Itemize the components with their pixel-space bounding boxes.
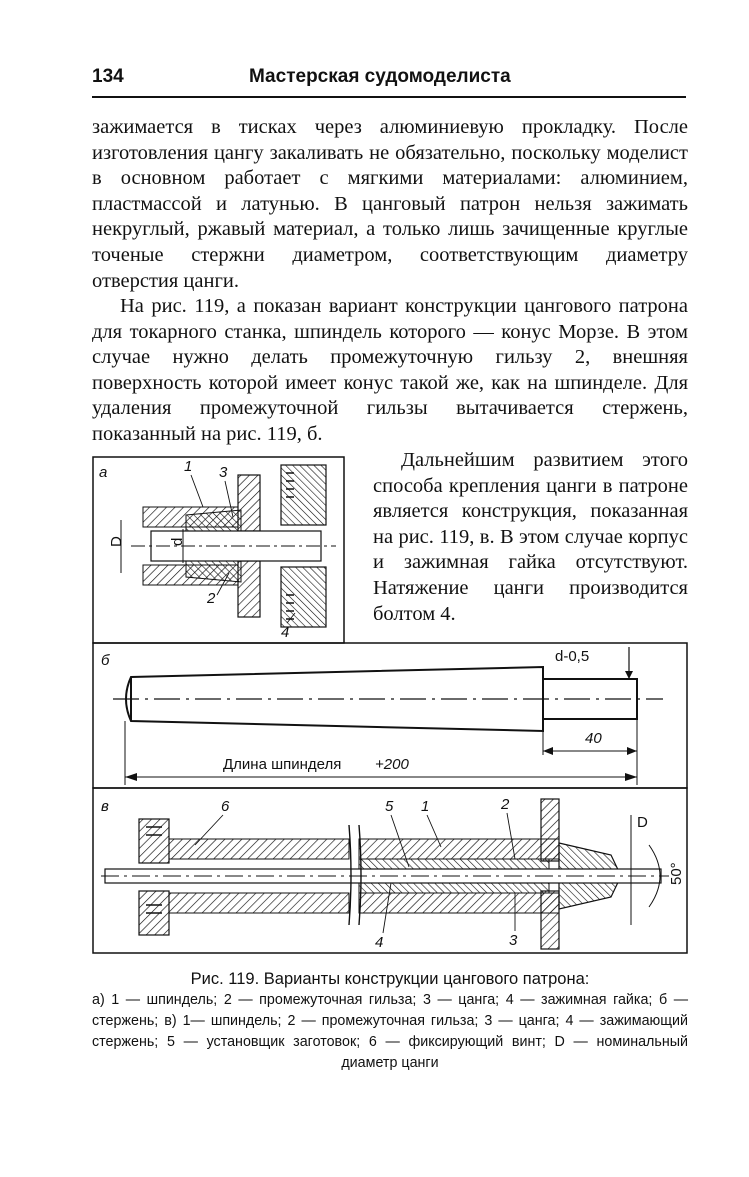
panel-a: а D d 1 3 2 4 [92, 456, 345, 644]
callout-v-1: 1 [421, 798, 429, 815]
callout-v-6: 6 [221, 798, 230, 815]
figure-caption: Рис. 119. Варианты конструкции цангового… [92, 968, 688, 1074]
panel-v-label: в [101, 798, 109, 815]
left-nut-upper [138, 818, 170, 864]
nut-upper [280, 464, 327, 526]
running-title: Мастерская судомоделиста [249, 66, 511, 87]
caption-text: а) 1 — шпиндель; 2 — промежуточная гильз… [92, 992, 688, 1071]
callout-a-1: 1 [184, 458, 192, 475]
callout-v-4: 4 [375, 934, 383, 951]
sleeve-upper-v [358, 858, 550, 870]
spindle-upper-v2 [358, 838, 560, 860]
sleeve-lower-v [358, 882, 550, 894]
panel-v-frame [92, 787, 688, 954]
dim-d-label: d [169, 538, 186, 546]
page-number: 134 [92, 66, 124, 87]
caption-title: Рис. 119. Варианты конструкции цангового… [190, 970, 590, 988]
spindle-upper-v [168, 838, 350, 860]
flange-lower-v [540, 890, 560, 950]
flange-upper-v [540, 798, 560, 862]
thread-marks [286, 472, 294, 620]
callout-v-2: 2 [500, 796, 510, 813]
callout-v-3: 3 [509, 932, 518, 949]
panel-b-label: б [101, 652, 110, 669]
callout-a-3: 3 [219, 464, 228, 481]
break-marks [348, 824, 362, 926]
angle-50: 50° [668, 862, 685, 885]
dim-40: 40 [585, 730, 602, 747]
body-paragraph-3: Дальнейшим развитием этого способа крепл… [373, 449, 688, 625]
body-paragraph-2: На рис. 119, а показан вариант конструкц… [92, 295, 688, 445]
dim-d-minus: d-0,5 [555, 648, 589, 665]
flange-upper [237, 474, 261, 532]
dim-D-v: D [637, 814, 648, 831]
callout-v-5: 5 [385, 798, 394, 815]
flange-lower [237, 560, 261, 618]
dim-D-label: D [108, 536, 125, 547]
figure-119: а D d 1 3 2 4 б [92, 456, 688, 954]
callout-a-4: 4 [281, 624, 289, 641]
nut-lower [280, 566, 327, 628]
spindle-length-plus: +200 [375, 756, 409, 773]
panel-v: в 6 5 1 2 4 3 D [92, 787, 688, 954]
body-paragraph-1: зажимается в тисках через алюминиевую пр… [92, 116, 688, 292]
running-header: 134 Мастерская судомоделиста [92, 62, 686, 98]
panel-b: б d-0,5 40 Длина шпинделя +200 [92, 642, 688, 789]
spindle-lower-v [168, 892, 350, 914]
spindle-length-label: Длина шпинделя [223, 756, 341, 773]
panel-a-label: а [99, 464, 107, 481]
callout-a-2: 2 [206, 590, 216, 607]
